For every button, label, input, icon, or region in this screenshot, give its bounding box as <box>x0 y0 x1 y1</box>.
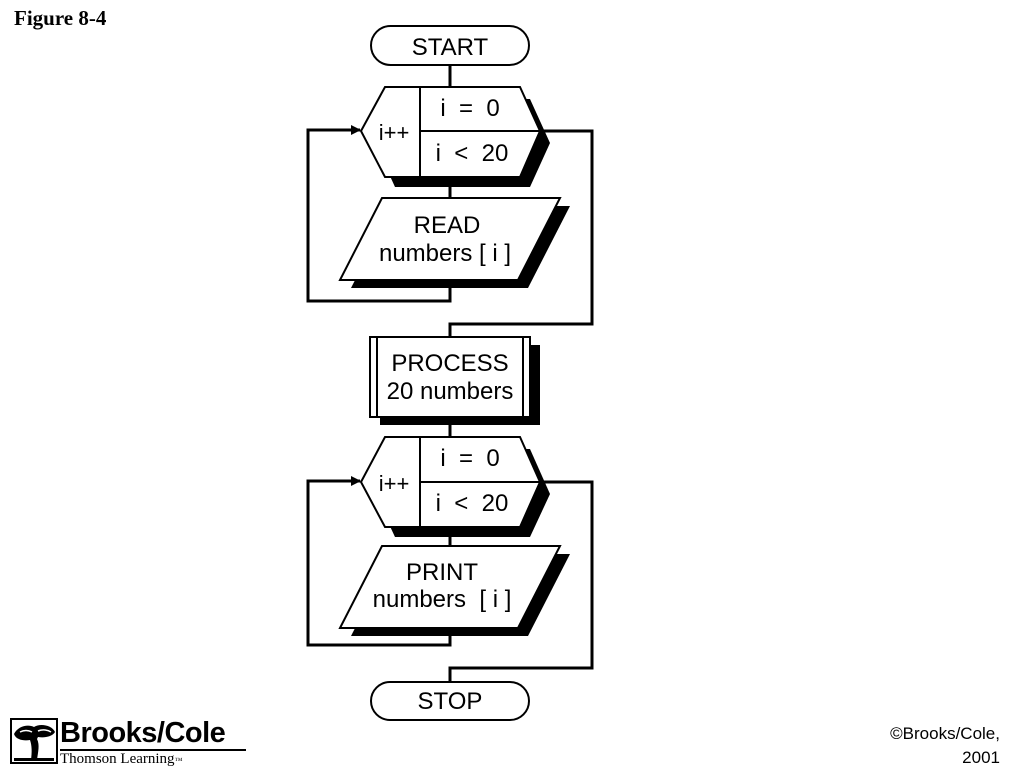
connectors <box>306 64 594 682</box>
publisher-logo: Brooks/Cole Thomson Learning™ <box>10 717 250 769</box>
print-box: PRINT numbers [ i ] <box>338 545 570 636</box>
logo-subtitle-text: Thomson Learning <box>60 751 175 767</box>
copyright-line1: ©Brooks/Cole, <box>890 724 1000 743</box>
print-line1: PRINT <box>406 559 478 586</box>
logo-name: Brooks/Cole <box>60 717 226 749</box>
start-terminal: START <box>370 25 530 66</box>
loop2-exit-line <box>448 480 594 682</box>
loop1-back-line <box>306 125 452 303</box>
read-line1: READ <box>414 212 481 239</box>
process-box: PROCESS 20 numbers <box>369 336 540 425</box>
read-box: READ numbers [ i ] <box>338 197 570 288</box>
loop2-condition: i < 20 <box>436 490 509 517</box>
loop1-exit-line <box>448 129 594 337</box>
process-line2: 20 numbers <box>387 378 514 405</box>
copyright-notice: ©Brooks/Cole, 2001 <box>890 722 1000 770</box>
start-label: START <box>412 34 489 61</box>
copyright-line2: 2001 <box>962 748 1000 767</box>
loop2-back-line <box>306 476 452 647</box>
process-line1: PROCESS <box>391 350 508 377</box>
loop2-increment: i++ <box>379 471 410 496</box>
loop1-hexagon: i++ i = 0 i < 20 <box>359 86 550 187</box>
loop2-hexagon: i++ i = 0 i < 20 <box>359 436 550 537</box>
stop-terminal: STOP <box>370 681 530 721</box>
loop1-init: i = 0 <box>440 95 499 122</box>
read-line2: numbers [ i ] <box>379 240 511 267</box>
loop1-increment: i++ <box>379 120 410 145</box>
tree-logo-icon <box>10 718 58 764</box>
logo-trademark: ™ <box>174 756 183 765</box>
logo-subtitle: Thomson Learning™ <box>60 749 246 769</box>
loop2-init: i = 0 <box>440 445 499 472</box>
loop1-condition: i < 20 <box>436 140 509 167</box>
print-line2: numbers [ i ] <box>373 586 512 613</box>
figure-label: Figure 8-4 <box>14 6 107 30</box>
stop-label: STOP <box>418 688 483 715</box>
